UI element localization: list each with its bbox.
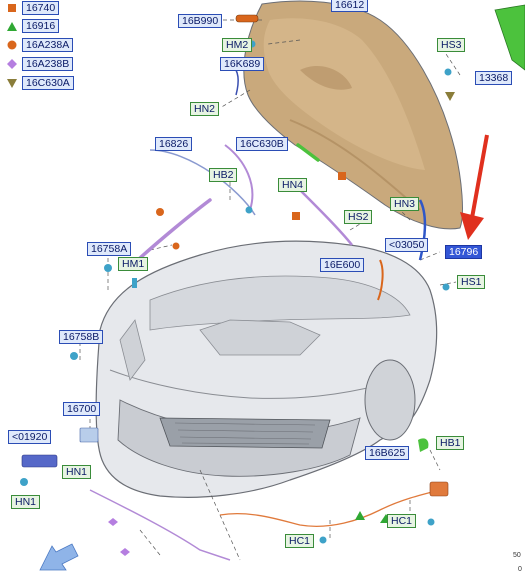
square-icon xyxy=(8,4,16,12)
legend-code[interactable]: 16740 xyxy=(22,1,60,15)
triangle-up-icon xyxy=(7,22,17,31)
callout-16796-selected[interactable]: 16796 xyxy=(445,245,483,259)
hood-panel xyxy=(243,0,463,230)
callout-16B625[interactable]: 16B625 xyxy=(365,446,410,460)
legend-row-16740: 16740 xyxy=(6,0,60,16)
callout-HN1-a[interactable]: HN1 xyxy=(62,465,92,479)
callout-16826[interactable]: 16826 xyxy=(155,137,193,151)
callout-16B990[interactable]: 16B990 xyxy=(178,14,223,28)
callout-HN3[interactable]: HN3 xyxy=(390,197,420,211)
callout-HN2[interactable]: HN2 xyxy=(190,102,220,116)
red-pointer-arrow xyxy=(460,134,489,240)
callout-HC1-a[interactable]: HC1 xyxy=(387,514,417,528)
callout-01920[interactable]: <01920 xyxy=(8,430,52,444)
legend-code[interactable]: 16A238A xyxy=(22,38,74,52)
callout-16700[interactable]: 16700 xyxy=(63,402,101,416)
callout-HB2[interactable]: HB2 xyxy=(209,168,238,182)
corner-reference-text-2: 0 xyxy=(518,566,522,573)
circle-icon xyxy=(7,40,17,50)
callout-HC1-b[interactable]: HC1 xyxy=(285,534,315,548)
callout-16E600[interactable]: 16E600 xyxy=(320,258,365,272)
callout-13368[interactable]: 13368 xyxy=(475,71,513,85)
legend-code[interactable]: 16A238B xyxy=(22,57,74,71)
callout-HS3[interactable]: HS3 xyxy=(437,38,466,52)
legend-code[interactable]: 16916 xyxy=(22,19,60,33)
callout-16C630B[interactable]: 16C630B xyxy=(236,137,288,151)
cables xyxy=(89,64,441,561)
green-bracket-part xyxy=(494,4,525,71)
legend-row-16C630A: 16C630A xyxy=(6,75,74,91)
legend-row-16A238A: 16A238A xyxy=(6,37,74,53)
legend-row-16A238B: 16A238B xyxy=(6,56,74,72)
diamond-icon xyxy=(7,59,17,69)
small-parts xyxy=(20,14,462,556)
callout-16612[interactable]: 16612 xyxy=(331,0,369,12)
callout-HM1[interactable]: HM1 xyxy=(118,257,149,271)
callout-03050[interactable]: <03050 xyxy=(385,238,429,252)
callout-HS2[interactable]: HS2 xyxy=(344,210,373,224)
callout-HS1[interactable]: HS1 xyxy=(457,275,486,289)
triangle-down-icon xyxy=(7,79,17,88)
legend-row-16916: 16916 xyxy=(6,18,60,34)
callout-16758B[interactable]: 16758B xyxy=(59,330,104,344)
legend-code[interactable]: 16C630A xyxy=(22,76,74,90)
front-direction-arrow xyxy=(39,543,79,571)
vehicle-front-body xyxy=(95,240,438,498)
callout-HM2[interactable]: HM2 xyxy=(222,38,253,52)
callout-HN1-b[interactable]: HN1 xyxy=(11,495,41,509)
callout-16K689[interactable]: 16K689 xyxy=(220,57,265,71)
callout-HB1[interactable]: HB1 xyxy=(436,436,465,450)
callout-16758A[interactable]: 16758A xyxy=(87,242,132,256)
callout-HN4[interactable]: HN4 xyxy=(278,178,308,192)
corner-reference-text: 50 xyxy=(513,552,521,559)
